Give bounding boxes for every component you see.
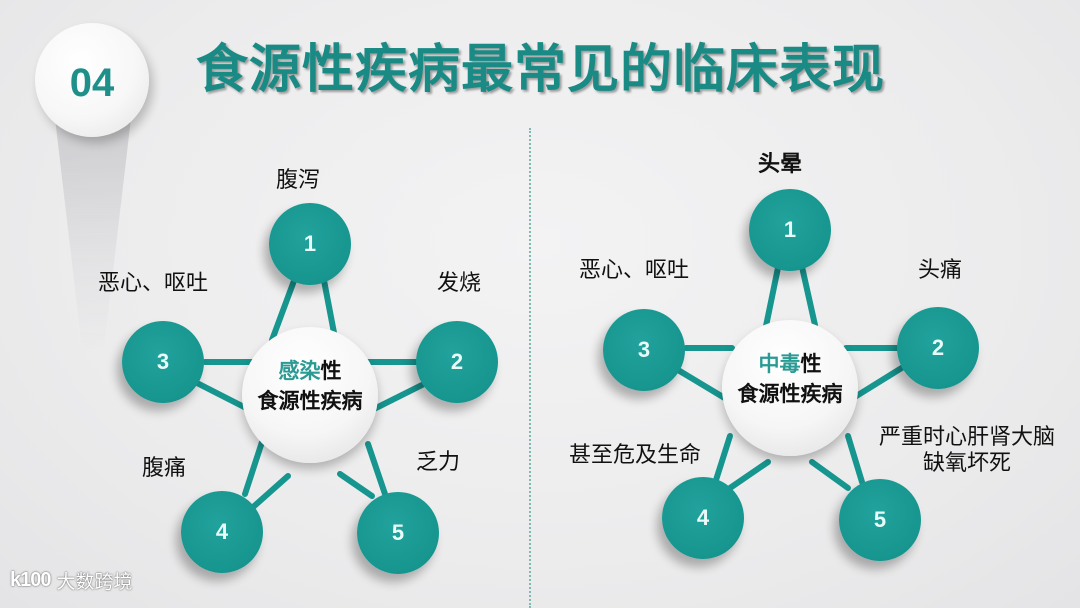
- left-label-2: 发烧: [437, 271, 482, 296]
- hub-accent: 感染: [278, 358, 321, 383]
- node-number: 5: [873, 507, 887, 532]
- left-node-3: 3: [122, 321, 204, 403]
- left-node-2: 2: [416, 321, 498, 403]
- right-label-5-line2: 缺氧坏死: [922, 451, 1011, 476]
- right-label-2: 头痛: [918, 258, 963, 283]
- left-label-1: 腹泻: [276, 168, 321, 193]
- right-hub-line2: 食源性疾病: [737, 381, 843, 406]
- page-title: 食源性疾病最常见的临床表现: [196, 39, 886, 100]
- node-number: 5: [391, 520, 405, 545]
- node-number: 3: [637, 337, 651, 362]
- hub-accent-suffix: 性: [800, 351, 822, 376]
- node-number: 4: [215, 519, 229, 544]
- right-node-2: 2: [897, 307, 979, 389]
- watermark-text: 大数跨境: [56, 571, 133, 593]
- watermark: k100 大数跨境: [10, 567, 133, 594]
- left-node-5: 5: [357, 492, 439, 574]
- section-number: 04: [69, 60, 115, 105]
- left-hub-line2: 食源性疾病: [257, 388, 363, 413]
- right-node-1: 1: [749, 189, 831, 271]
- right-hub-line1: 中毒性: [759, 349, 822, 379]
- watermark-logo-icon: k100: [10, 569, 51, 591]
- left-node-1: 1: [269, 203, 351, 285]
- left-hub: 感染性 食源性疾病: [242, 327, 378, 463]
- left-label-4: 腹痛: [142, 456, 187, 481]
- right-node-5: 5: [839, 479, 921, 561]
- node-number: 2: [931, 335, 945, 360]
- hub-accent: 中毒: [758, 351, 801, 376]
- right-label-3: 恶心、呕吐: [579, 258, 690, 283]
- node-number: 3: [156, 349, 170, 374]
- right-star-lines: [675, 255, 911, 491]
- hub-accent-suffix: 性: [320, 358, 342, 383]
- left-label-3: 恶心、呕吐: [98, 271, 209, 296]
- right-node-3: 3: [603, 309, 685, 391]
- left-hub-line1: 感染性: [279, 356, 342, 386]
- node-number: 4: [696, 505, 710, 530]
- section-number-badge: 04: [35, 23, 149, 137]
- left-label-5: 乏力: [416, 450, 461, 475]
- right-label-5: 严重时心肝肾大脑 缺氧坏死: [857, 425, 1077, 477]
- node-number: 1: [303, 231, 317, 256]
- right-node-4: 4: [662, 477, 744, 559]
- node-number: 1: [783, 217, 797, 242]
- right-label-5-line1: 严重时心肝肾大脑: [878, 425, 1055, 450]
- right-label-4: 甚至危及生命: [569, 443, 702, 468]
- dotted-divider: [529, 128, 531, 608]
- node-number: 2: [450, 349, 464, 374]
- right-label-1: 头晕: [758, 152, 803, 177]
- left-node-4: 4: [181, 491, 263, 573]
- right-hub: 中毒性 食源性疾病: [722, 320, 858, 456]
